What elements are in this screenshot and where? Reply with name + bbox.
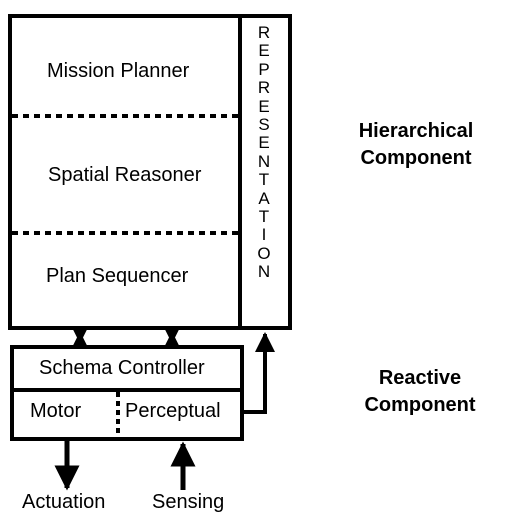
- representation-letter: T: [258, 170, 270, 190]
- representation-letter: N: [257, 151, 271, 171]
- reactive-label-line2: Component: [364, 394, 476, 416]
- hierarchical-label-line1: Hierarchical: [358, 120, 474, 142]
- reactive-block: [10, 345, 244, 441]
- representation-letter: A: [258, 188, 270, 208]
- representation-letter: T: [258, 207, 270, 227]
- representation-letter: P: [258, 59, 270, 79]
- representation-letter: E: [258, 41, 270, 61]
- perceptual-to-representation-arrow: [242, 332, 275, 414]
- actuation-label: Actuation: [22, 491, 106, 513]
- representation-letter: S: [258, 115, 270, 135]
- representation-letter: R: [257, 23, 271, 42]
- mission-planner-label: Mission Planner: [47, 60, 190, 82]
- representation-letter: N: [257, 262, 271, 282]
- reactive-component-label: Reactive Component: [352, 365, 488, 419]
- hierarchical-label-line2: Component: [360, 147, 472, 169]
- hierarchical-component-label: Hierarchical Component: [348, 118, 484, 172]
- plan-sequencer-label: Plan Sequencer: [46, 265, 189, 287]
- representation-letter: E: [258, 96, 270, 116]
- representation-letter: E: [258, 133, 270, 153]
- hierarchical-block: [8, 14, 292, 330]
- spatial-reasoner-label: Spatial Reasoner: [48, 164, 202, 186]
- reactive-label-line1: Reactive: [378, 367, 462, 389]
- representation-letter: O: [257, 243, 271, 263]
- representation-letter: R: [257, 78, 271, 98]
- sensing-label: Sensing: [152, 491, 225, 513]
- motor-label: Motor: [30, 400, 82, 422]
- perceptual-label: Perceptual: [125, 400, 221, 422]
- representation-letter: I: [261, 225, 267, 245]
- schema-controller-label: Schema Controller: [39, 357, 205, 379]
